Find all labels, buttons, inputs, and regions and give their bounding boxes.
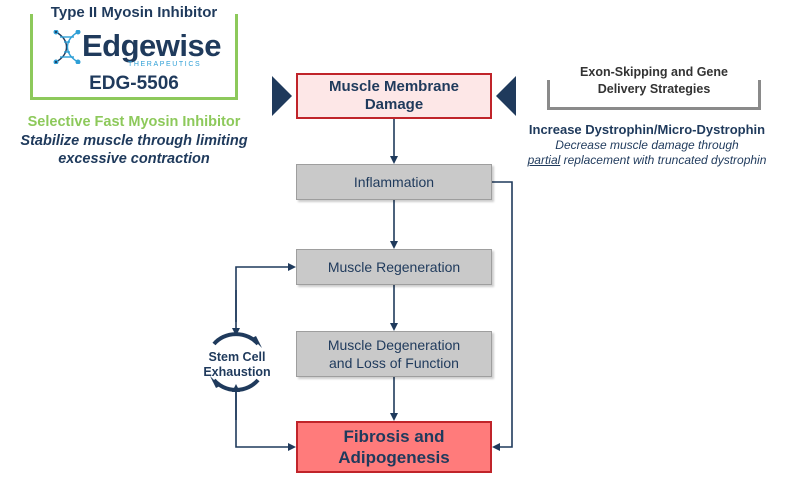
left-bracket-frame — [30, 14, 238, 100]
right-description-line1: Decrease muscle damage through — [555, 138, 739, 152]
arrow-stem-to-fibrosis — [235, 392, 296, 451]
stem-line2: Exhaustion — [203, 365, 271, 379]
right-headline: Increase Dystrophin/Micro-Dystrophin — [528, 122, 766, 137]
muscle-membrane-damage-box: Muscle Membrane Damage — [296, 73, 492, 119]
right-bracket-frame — [547, 80, 761, 110]
membrane-line1: Muscle Membrane — [328, 78, 460, 95]
degeneration-line1: Muscle Degeneration — [327, 337, 461, 353]
left-headline: Selective Fast Myosin Inhibitor — [27, 114, 241, 130]
stem-line1: Stem Cell — [208, 350, 266, 364]
arrow-stem-to-regeneration — [235, 263, 296, 322]
muscle-degeneration-box: Muscle Degeneration and Loss of Function — [296, 331, 492, 377]
fibrosis-line2: Adipogenesis — [338, 448, 450, 467]
arrow-inflammation-to-fibrosis — [492, 181, 513, 451]
right-title-line2: Delivery Strategies — [597, 82, 711, 96]
regeneration-label: Muscle Regeneration — [327, 259, 461, 275]
muscle-regeneration-box: Muscle Regeneration — [296, 249, 492, 285]
right-pointer-triangle — [496, 76, 516, 116]
right-panel-title: Exon-Skipping and Gene Delivery Strategi… — [558, 64, 750, 98]
fibrosis-adipogenesis-box: Fibrosis and Adipogenesis — [296, 421, 492, 473]
edgewise-logo-subtitle: THERAPEUTICS — [128, 61, 202, 68]
underlined-word: partial — [527, 153, 561, 167]
dna-helix-icon — [53, 30, 81, 64]
drug-code: EDG-5506 — [89, 73, 179, 94]
stem-cell-exhaustion-label: Stem Cell Exhaustion — [196, 350, 278, 380]
fibrosis-line1: Fibrosis and — [343, 427, 445, 446]
right-description: Decrease muscle damage through partial r… — [512, 138, 782, 168]
left-description-line1: Stabilize muscle through limiting — [20, 133, 248, 149]
cycle-arrows-icon — [210, 332, 262, 392]
right-description-line2-rest: replacement with truncated dystrophin — [560, 153, 767, 167]
membrane-line2: Damage — [364, 96, 424, 113]
right-title-line1: Exon-Skipping and Gene — [580, 65, 728, 79]
left-panel-title: Type II Myosin Inhibitor — [40, 4, 228, 21]
left-description-line2: excessive contraction — [58, 151, 210, 167]
inflammation-label: Inflammation — [353, 174, 435, 190]
left-description: Stabilize muscle through limiting excess… — [8, 132, 260, 168]
inflammation-box: Inflammation — [296, 164, 492, 200]
edgewise-logo-wordmark: Edgewise — [82, 28, 222, 63]
right-description-line2: partial replacement with truncated dystr… — [512, 153, 782, 168]
left-pointer-triangle — [272, 76, 292, 116]
degeneration-line2: and Loss of Function — [329, 355, 459, 371]
